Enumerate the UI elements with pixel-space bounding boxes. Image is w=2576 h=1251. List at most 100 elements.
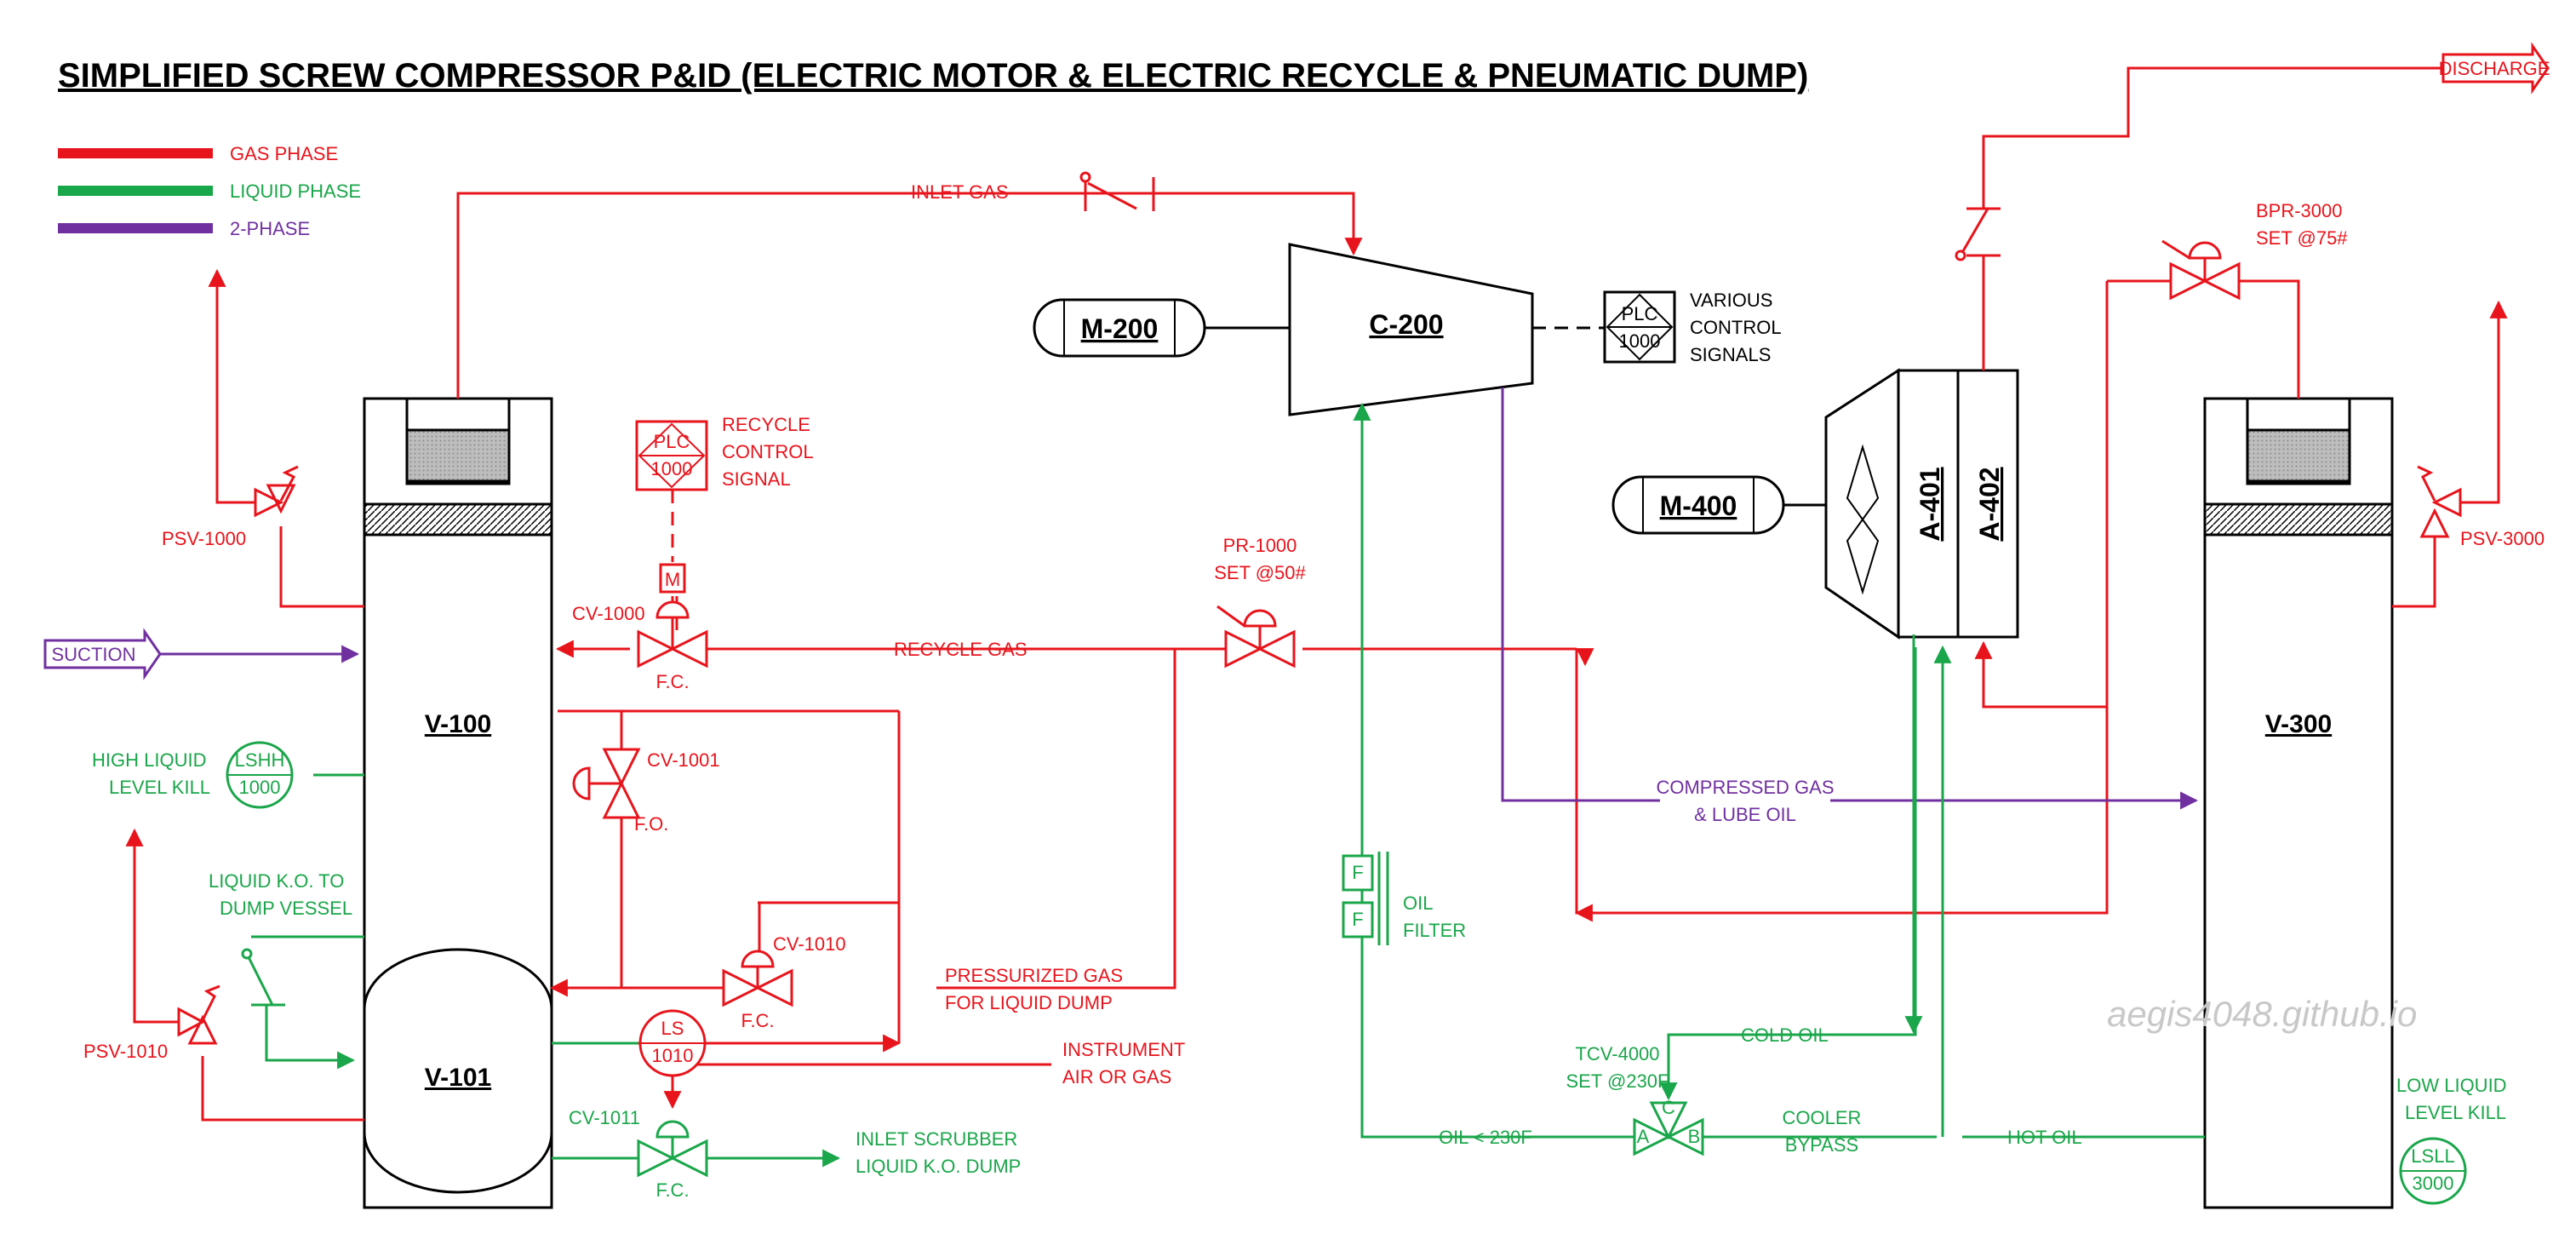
liq-ko-label-2: DUMP VESSEL [220,898,352,919]
inst-air-label-1: INSTRUMENT [1062,1039,1185,1060]
various-label-2: CONTROL [1690,317,1782,338]
cv1000-tag: CV-1000 [572,603,645,624]
various-label-1: VARIOUS [1690,290,1772,311]
lll-label-1: LOW LIQUID [2396,1075,2507,1096]
discharge-check-valve [1955,207,2001,261]
discharge-arrow: DISCHARGE [2439,42,2550,95]
inlet-gas-label: INLET GAS [911,181,1009,203]
hot-oil-label: HOT OIL [2007,1127,2082,1148]
motor-m400: M-400 [1611,475,1826,535]
cv1000-motor: M [665,569,680,590]
inlet-check-valve [1079,171,1155,211]
legend-gas: GAS PHASE [230,143,338,164]
hll-label-1: HIGH LIQUID [92,749,206,771]
diagram-title: SIMPLIFIED SCREW COMPRESSOR P&ID (ELECTR… [58,57,1808,95]
cv1000-valve[interactable] [637,563,708,669]
psv1000-valve[interactable] [254,465,299,518]
legend-liquid: LIQUID PHASE [230,181,361,202]
a402-tag: A-402 [1974,467,2005,541]
suction-arrow: SUCTION [43,628,360,680]
ls1010: LS 1010 [638,1009,707,1077]
tcv4000-tag: TCV-4000 [1575,1043,1659,1064]
compressed-label-2: & LUBE OIL [1694,804,1796,825]
filter-f2: F [1352,909,1363,930]
plc-various: PLC 1000 [1603,290,1676,364]
two-phase-lines [1501,387,2199,810]
plc-number: 1000 [1619,330,1661,352]
oil-230-label: OIL < 230F [1439,1127,1532,1148]
lshh-label: LSHH [235,749,285,771]
scrubber-label-2: LIQUID K.O. DUMP [856,1156,1021,1177]
pr1000-regulator[interactable] [1216,605,1296,669]
motor-m200: M-200 [1033,298,1290,358]
compressor-c200: C-200 [1288,243,1534,416]
recycle-ctrl-2: CONTROL [722,441,814,462]
suction-label: SUCTION [52,644,136,665]
bypass-label-1: COOLER [1783,1107,1862,1128]
pr1000-tag: PR-1000 [1223,535,1297,556]
lsll3000: LSLL 3000 [2399,1137,2467,1205]
cv1011-tag: CV-1011 [569,1107,640,1128]
bypass-label-2: BYPASS [1785,1134,1858,1156]
legend-two-phase: 2-PHASE [230,218,310,239]
lsll-label: LSLL [2411,1145,2454,1167]
tcv-port-a: A [1637,1126,1650,1147]
cold-oil-label: COLD OIL [1741,1024,1829,1046]
pressurized-label-2: FOR LIQUID DUMP [945,992,1113,1013]
m200-tag: M-200 [1081,313,1159,344]
bpr3000-regulator[interactable] [2161,239,2241,301]
a401-tag: A-401 [1915,467,1945,541]
cv1010-fc: F.C. [741,1010,774,1031]
cv1010-valve[interactable] [722,950,793,1007]
tcv-port-c: C [1662,1097,1675,1118]
recycle-ctrl-3: SIGNAL [722,468,791,490]
lshh1000: LSHH 1000 [226,741,294,809]
psv1000-tag: PSV-1000 [162,528,246,549]
v100-tag: V-100 [425,710,491,738]
plc-recycle [635,420,708,491]
m400-tag: M-400 [1660,491,1737,521]
inst-air-label-2: AIR OR GAS [1062,1066,1171,1087]
bpr3000-tag: BPR-3000 [2256,200,2343,221]
cv1001-fo: F.O. [634,813,668,835]
filter-f1: F [1352,862,1363,883]
oil-filter [1342,854,1374,938]
compressed-label-1: COMPRESSED GAS [1656,777,1834,798]
oil-filter-label-1: OIL [1403,892,1433,914]
v101-tag: V-101 [425,1064,491,1092]
tcv4000-valve[interactable] [1633,1101,1704,1156]
lsll-number: 3000 [2413,1173,2454,1194]
lll-label-2: LEVEL KILL [2405,1102,2506,1123]
oil-filter-label-2: FILTER [1403,920,1466,941]
cv1001-valve[interactable] [572,748,641,819]
bpr3000-set: SET @75# [2256,227,2348,249]
cv1011-fc: F.C. [655,1179,689,1201]
vessel-v300 [2203,397,2394,1209]
plc-recycle-number: 1000 [651,458,693,479]
psv1010-valve[interactable] [177,984,220,1045]
cv1000-fc: F.C. [655,671,689,692]
legend: GAS PHASE LIQUID PHASE 2-PHASE [58,143,361,239]
v300-tag: V-300 [2265,710,2332,738]
psv3000-valve[interactable] [2417,465,2462,538]
hll-label-2: LEVEL KILL [109,777,210,798]
liq-ko-label-1: LIQUID K.O. TO [209,870,344,892]
liquid-check-valve [241,935,285,1007]
psv1010-tag: PSV-1010 [83,1041,168,1062]
various-label-3: SIGNALS [1690,344,1771,365]
recycle-ctrl-1: RECYCLE [722,414,810,435]
ls-label: LS [661,1018,684,1039]
air-cooler [1824,368,2019,640]
ls-number: 1010 [652,1045,694,1066]
watermark: aegis4048.github.io [2107,994,2417,1034]
cv1011-valve[interactable] [637,1120,708,1178]
scrubber-label-1: INLET SCRUBBER [856,1128,1017,1150]
pr1000-set: SET @50# [1214,562,1306,583]
psv3000-tag: PSV-3000 [2460,528,2545,549]
vessel-v100-v101 [363,397,553,1209]
lshh-number: 1000 [239,777,281,798]
recycle-gas-label: RECYCLE GAS [894,639,1028,660]
cv1001-tag: CV-1001 [647,749,720,771]
cv1010-tag: CV-1010 [773,933,846,955]
